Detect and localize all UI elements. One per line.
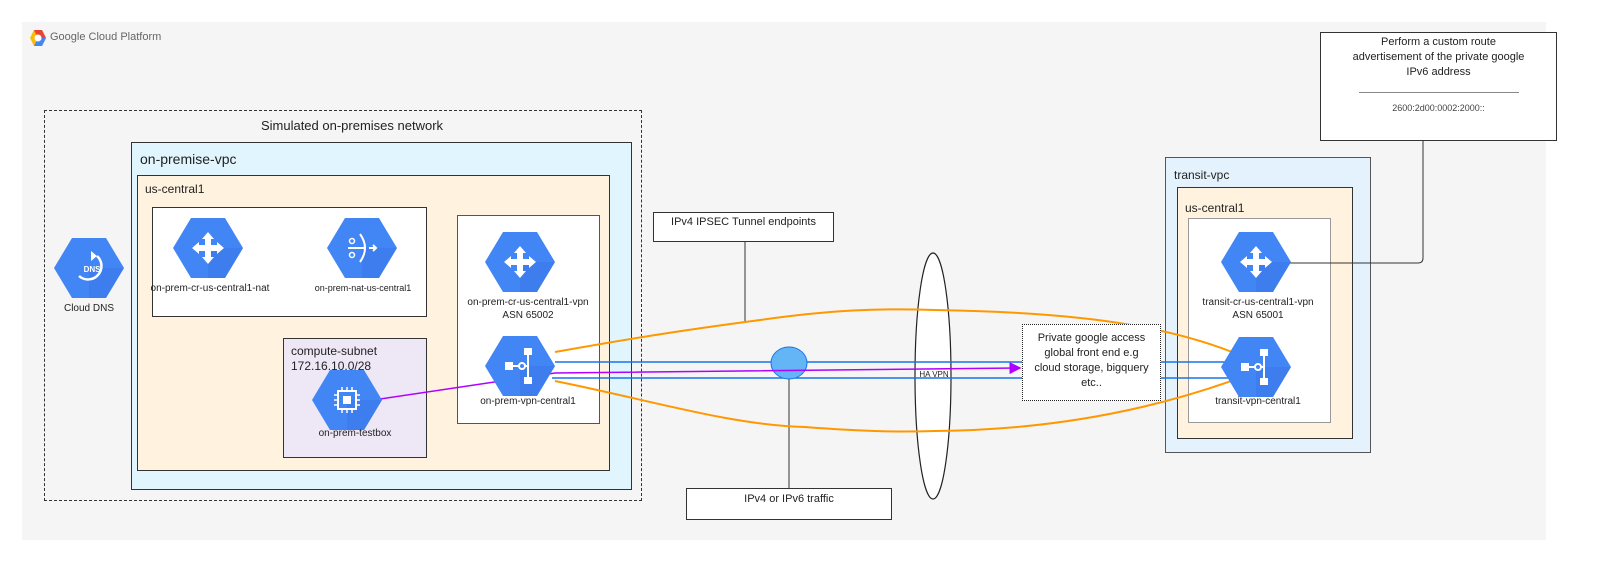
transit-vpn-gateway-label: transit-vpn-central1 xyxy=(1215,396,1301,407)
ha-vpn-label: HA VPN xyxy=(919,370,949,379)
ipsec-callout: IPv4 IPSEC Tunnel endpoints xyxy=(653,212,834,242)
ha-vpn-ellipse xyxy=(914,252,952,500)
cloud-nat-icon[interactable] xyxy=(327,218,397,278)
transit-router-label: transit-cr-us-central1-vpn ASN 65001 xyxy=(1202,296,1313,322)
cloud-router-nat-icon[interactable] xyxy=(173,218,243,278)
pga-line: etc.. xyxy=(1081,377,1102,389)
pga-line: Private google access xyxy=(1037,332,1146,344)
cloud-router-vpn-icon[interactable] xyxy=(485,232,555,292)
svg-text:DNS: DNS xyxy=(84,265,102,274)
vpn-gateway-label: on-prem-vpn-central1 xyxy=(480,396,576,407)
pga-line: cloud storage, bigquery xyxy=(1034,362,1149,374)
gcp-logo-icon xyxy=(30,30,46,46)
tunnel-lower xyxy=(554,379,1235,433)
vpn-router-label: on-prem-cr-us-central1-vpn ASN 65002 xyxy=(467,296,588,322)
gcp-logo-text: Google Cloud Platform xyxy=(50,31,162,43)
on-premise-vpc-label: on-premise-vpc xyxy=(140,151,237,167)
callout-divider xyxy=(1358,92,1519,93)
custom-route-callout-line xyxy=(1290,140,1424,264)
transit-router-name: transit-cr-us-central1-vpn xyxy=(1202,297,1314,308)
traffic-node xyxy=(770,346,808,380)
custom-route-line: IPv6 address xyxy=(1406,66,1471,78)
pga-line: global front end e.g xyxy=(1044,347,1139,359)
traffic-callout: IPv4 or IPv6 traffic xyxy=(686,488,892,520)
transit-vpc-label: transit-vpc xyxy=(1174,168,1230,182)
transit-vpn-gateway-icon[interactable] xyxy=(1221,337,1291,397)
cloud-dns-label: Cloud DNS xyxy=(63,303,115,314)
cloud-dns-icon[interactable]: DNS xyxy=(54,238,124,298)
custom-route-line: advertisement of the private google xyxy=(1352,51,1525,63)
compute-subnet-label: compute-subnet 172.16.10.0/28 xyxy=(291,344,377,374)
compute-engine-icon[interactable] xyxy=(312,370,382,430)
custom-route-callout: Perform a custom route advertisement of … xyxy=(1320,32,1557,141)
simulated-on-prem-network xyxy=(44,110,642,501)
transit-cloud-router-icon[interactable] xyxy=(1221,232,1291,292)
transit-region-label: us-central1 xyxy=(1185,201,1245,215)
nat-label: on-prem-nat-us-central1 xyxy=(314,283,412,293)
vpn-gateway-icon[interactable] xyxy=(485,336,555,396)
private-google-access-box: Private google access global front end e… xyxy=(1022,324,1161,401)
subnet-name: compute-subnet xyxy=(291,344,378,358)
transit-router-asn: ASN 65001 xyxy=(1232,310,1284,321)
subnet-range: 172.16.10.0/28 xyxy=(291,359,372,373)
ipv6-address: 2600:2d00:0002:2000:: xyxy=(1392,103,1485,113)
vpn-router-asn: ASN 65002 xyxy=(502,310,554,321)
nat-router-label: on-prem-cr-us-central1-nat xyxy=(150,283,270,294)
vpn-router-name: on-prem-cr-us-central1-vpn xyxy=(467,297,589,308)
testbox-label: on-prem-testbox xyxy=(318,428,392,439)
custom-route-line: Perform a custom route xyxy=(1381,36,1496,48)
simulated-on-prem-title: Simulated on-premises network xyxy=(260,118,444,133)
traffic-path xyxy=(379,362,1022,400)
on-prem-region-label: us-central1 xyxy=(145,182,205,196)
tunnel-upper xyxy=(554,308,1233,353)
